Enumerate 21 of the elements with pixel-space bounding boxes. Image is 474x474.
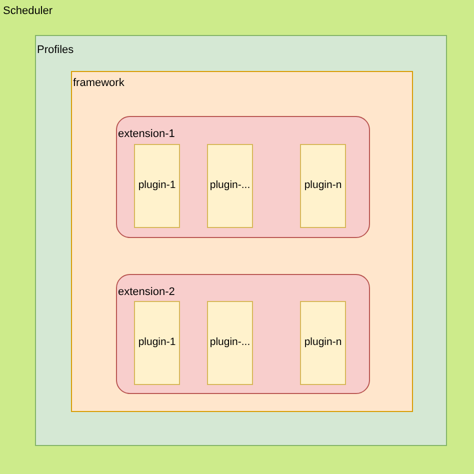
plugin-box: [300, 301, 346, 385]
plugin-box: [207, 301, 253, 385]
plugin-box: [300, 144, 346, 228]
plugin-label: plugin-...: [210, 336, 250, 350]
plugin-box: [134, 301, 180, 385]
plugin-label: plugin-...: [210, 179, 250, 193]
plugin-box: [134, 144, 180, 228]
extension-box: [116, 116, 370, 238]
plugin-box: [207, 144, 253, 228]
box-heading: extension-1: [118, 128, 175, 142]
framework-box: [71, 71, 413, 412]
box-heading: Scheduler: [3, 5, 53, 19]
box-heading: extension-2: [118, 286, 175, 300]
plugin-label: plugin-n: [304, 179, 342, 193]
extension-box: [116, 274, 370, 394]
plugin-label: plugin-1: [138, 179, 176, 193]
box-heading: framework: [73, 77, 124, 91]
profiles-box: [35, 35, 447, 446]
plugin-label: plugin-1: [138, 336, 176, 350]
box-heading: Profiles: [37, 44, 74, 58]
plugin-label: plugin-n: [304, 336, 342, 350]
